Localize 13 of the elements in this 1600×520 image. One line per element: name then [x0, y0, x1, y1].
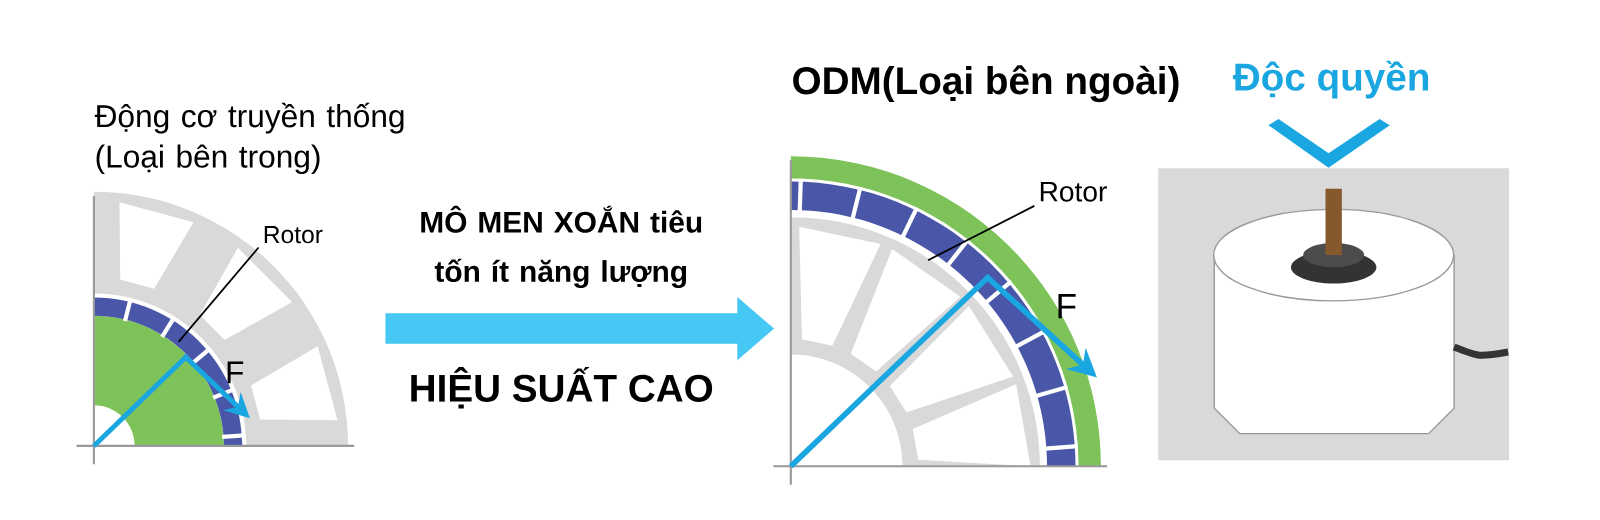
force-label: F: [1058, 293, 1076, 319]
edge-label: MÔ MEN XOẮN tiêu tốn ít năng lượng: [421, 205, 702, 288]
rotor-label: Rotor: [264, 225, 323, 244]
force-label: F: [227, 361, 244, 384]
chevron-arrow: [1268, 118, 1390, 168]
motor-photo-drawing: [1158, 168, 1510, 460]
heading: Động cơ truyền thống (Loại bên trong): [94, 102, 404, 174]
leader-line: [927, 204, 1036, 261]
heading: Độc quyền: [1232, 60, 1429, 99]
caption-text: HIỆU SUẤT CAO: [411, 366, 713, 409]
heading: ODM(Loại bên ngoài): [793, 65, 1179, 103]
arrow: [385, 296, 775, 360]
rotor-label: Rotor: [1040, 181, 1107, 202]
